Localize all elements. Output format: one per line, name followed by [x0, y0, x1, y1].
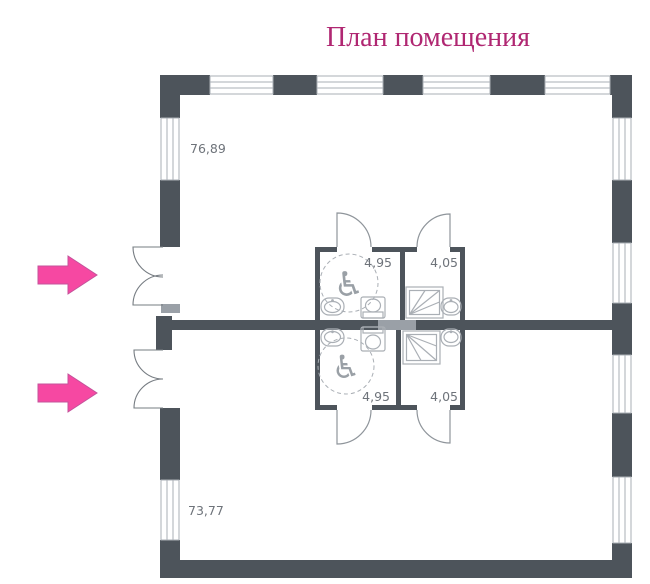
entrance-door-bottom — [133, 349, 164, 409]
wall-segment — [396, 330, 401, 407]
entrance-arrow-icon — [37, 373, 98, 413]
wall-segment — [460, 247, 465, 320]
entrance-arrow-icon — [37, 255, 98, 295]
sink-icon — [440, 297, 462, 316]
wall-segment — [315, 405, 337, 410]
shower-icon — [405, 286, 444, 319]
wall-segment — [612, 75, 632, 118]
wc-door-arc — [336, 212, 372, 248]
wall-segment — [383, 75, 423, 95]
entrance-arrows — [37, 255, 98, 413]
wall-segment — [450, 247, 465, 252]
entrance-doors — [132, 246, 164, 409]
area-label: 76,89 — [190, 141, 226, 156]
toilet-icon — [360, 326, 386, 352]
wall-segment — [490, 75, 545, 95]
wc-block-top: ♿ 4,95 4,05 — [315, 212, 465, 320]
sink-icon — [440, 328, 462, 347]
wheelchair-icon: ♿ — [332, 348, 361, 386]
wall-segment — [612, 413, 632, 477]
accessible-zone-circle — [317, 337, 375, 395]
wall-segment — [273, 75, 317, 95]
windows — [160, 75, 632, 544]
shower-icon — [402, 330, 441, 365]
wc-door-arc — [416, 409, 451, 444]
window — [544, 75, 611, 95]
page-title: План помещения — [325, 22, 531, 53]
wall-segment — [460, 330, 465, 410]
wall-segment — [372, 247, 417, 252]
window — [612, 117, 632, 181]
window — [160, 117, 180, 181]
window — [612, 354, 632, 414]
wheelchair-icon: ♿ — [334, 265, 364, 305]
wall-segment — [372, 405, 417, 410]
window — [422, 75, 491, 95]
entrance-door-top — [132, 246, 164, 306]
window — [160, 479, 180, 541]
area-label: 4,95 — [364, 255, 392, 270]
sink-icon — [320, 297, 345, 316]
wall-segment — [400, 250, 405, 320]
wall-segment — [160, 180, 180, 247]
window — [209, 75, 274, 95]
window — [316, 75, 384, 95]
wc-block-bottom: ♿ 4,95 4,05 — [315, 326, 465, 445]
wall-segment — [315, 247, 337, 252]
middle-wall — [156, 316, 632, 350]
window — [612, 476, 632, 544]
wc-door-arc — [416, 213, 451, 248]
area-label: 4,05 — [430, 389, 458, 404]
wall-segment — [315, 330, 320, 410]
toilet-icon — [360, 296, 386, 319]
wall-segment — [160, 75, 180, 118]
wall-segment — [160, 560, 632, 578]
area-label: 4,95 — [362, 389, 390, 404]
sink-icon — [320, 328, 345, 347]
accessible-zone-circle — [319, 253, 379, 313]
wall-stub — [161, 304, 180, 313]
wall-stub — [378, 320, 416, 330]
outer-walls — [160, 75, 632, 578]
wc-door-arc — [336, 409, 372, 445]
area-label: 73,77 — [188, 503, 224, 518]
wall-segment — [612, 180, 632, 243]
wall-segment — [160, 408, 180, 480]
area-label: 4,05 — [430, 255, 458, 270]
wall-segment — [450, 405, 465, 410]
window — [612, 242, 632, 304]
wall-segment — [315, 247, 320, 320]
